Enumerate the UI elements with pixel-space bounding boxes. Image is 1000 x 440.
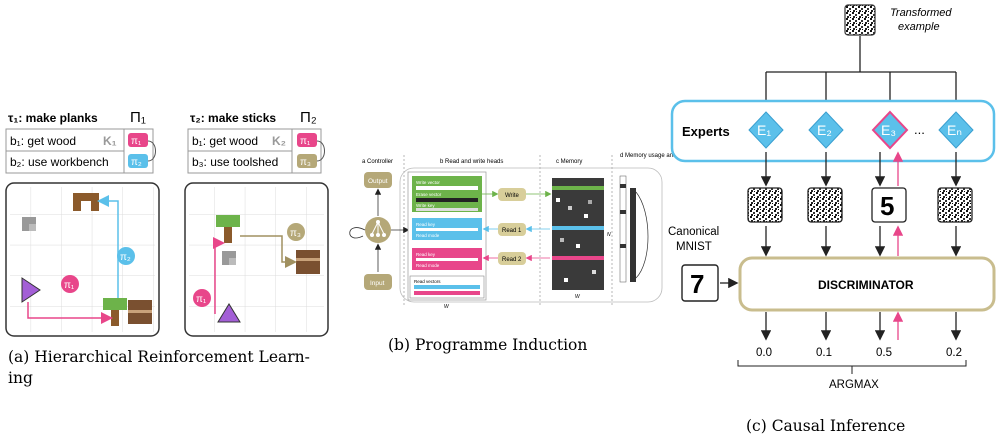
task2-row1: b₁: get wood — [192, 134, 258, 148]
score-1: 0.0 — [756, 347, 772, 359]
expert-2: E₂ — [808, 111, 844, 149]
expert-1-label: E₁ — [757, 122, 771, 138]
transformed-label: Transformed — [890, 7, 952, 19]
section-c-label: c Memory — [556, 159, 582, 165]
task1-policy: Π₁ — [130, 109, 146, 126]
expert-3-digit: 5 — [880, 191, 894, 221]
score-3: 0.5 — [876, 347, 892, 359]
memory-width-label: W — [575, 294, 581, 300]
panel-a-caption: (a) Hierarchical Reinforcement Learn- — [8, 348, 310, 366]
expert-1-output-image — [747, 187, 783, 223]
grid1-pi2-badge — [117, 247, 135, 265]
grid-world-1: π₁ π₂ — [5, 182, 160, 337]
read-mode-label-1: Read mode — [416, 233, 440, 238]
memory-matrix — [552, 178, 604, 290]
expert-n-label: Eₙ — [947, 122, 962, 138]
read-vectors-label: Read vectors — [414, 279, 441, 284]
expert-3: E₃ — [871, 110, 909, 150]
read1-node-label: Read 1 — [502, 228, 522, 234]
canonical-digit: 7 — [690, 269, 704, 299]
mnist-label: MNIST — [676, 241, 712, 253]
grid1-pi1-label: π₁ — [64, 280, 75, 291]
read2-node-label: Read 2 — [502, 257, 522, 263]
erase-vector-label: Erase vector — [416, 192, 442, 197]
argmax-label: ARGMAX — [829, 379, 879, 391]
agent-icon — [217, 303, 241, 323]
output-label: Output — [368, 178, 388, 185]
expert-3-output-image — [871, 187, 907, 223]
write-node-label: Write — [505, 193, 520, 199]
task1-row1: b₁: get wood — [10, 134, 76, 148]
task1-k: K₁ — [103, 134, 117, 148]
task2-k: K₂ — [272, 134, 286, 148]
task2-policy: Π₂ — [300, 109, 317, 126]
discriminator-box — [738, 256, 996, 312]
panel-c: Transformed example Experts E₁ E₂ E₃ ...… — [668, 4, 996, 435]
task1-title: τ₁: make planks — [8, 111, 98, 125]
panel-b-caption: (b) Programme Induction — [388, 336, 587, 354]
grid2-pi1-label: π₁ — [196, 294, 207, 305]
write-head — [412, 176, 482, 212]
expert-2-output-image — [807, 187, 843, 223]
read-mode-label-2: Read mode — [416, 263, 440, 268]
memory-rows-label: N — [607, 232, 611, 238]
task1-pi1-badge — [128, 133, 148, 147]
argmax-brace — [737, 360, 967, 374]
input-label: Input — [370, 280, 385, 287]
task1-pi1-label: π₁ — [131, 136, 142, 147]
agent-icon — [21, 277, 41, 303]
task1-pi2-badge — [128, 154, 148, 168]
section-a-label: a Controller — [362, 159, 393, 165]
transformed-example-image — [844, 4, 876, 36]
experts-ellipsis: ... — [914, 122, 925, 137]
section-b-label: b Read and write heads — [440, 159, 503, 165]
panel-c-caption: (c) Causal Inference — [746, 417, 905, 435]
expert-2-label: E₂ — [817, 122, 832, 138]
example-label: example — [898, 21, 940, 33]
experts-label: Experts — [682, 124, 730, 139]
write-node — [498, 188, 526, 201]
heads-width-label: W — [444, 304, 450, 310]
grid1-pi2-label: π₂ — [120, 252, 131, 263]
read2-node — [498, 252, 526, 265]
expert-3-label: E₃ — [881, 122, 896, 138]
panel-a: τ₁: make planks Π₁ b₁: get wood K₁ b₂: u… — [5, 109, 329, 387]
score-n: 0.2 — [946, 347, 962, 359]
grid2-pi3-label: π₃ — [290, 228, 301, 239]
task1-pi2-label: π₂ — [131, 157, 142, 168]
read1-node — [498, 223, 526, 236]
write-vector-label: Write vector — [416, 180, 440, 185]
task2-row2: b₃: use toolshed — [192, 155, 278, 169]
expert-n: Eₙ — [938, 111, 974, 149]
grid1-pi1-badge — [61, 275, 79, 293]
section-d-label: d Memory usage and temporal links — [620, 153, 715, 159]
task2-pi3-label: π₃ — [300, 157, 311, 168]
grid2-pi1-badge — [193, 289, 211, 307]
panel-b: a Controller b Read and write heads c Me… — [349, 153, 715, 354]
expert-1: E₁ — [748, 111, 784, 149]
task2-pi1-badge — [297, 133, 317, 147]
output-node — [364, 172, 392, 188]
read-key-label-2: Read key — [416, 252, 436, 257]
score-2: 0.1 — [816, 347, 832, 359]
canonical-mnist-image — [681, 264, 719, 302]
panel-a-caption-2: ing — [8, 369, 33, 387]
task1-row2: b₂: use workbench — [10, 155, 109, 169]
read-key-label-1: Read key — [416, 222, 436, 227]
task2-title: τ₂: make sticks — [190, 111, 276, 125]
input-node — [364, 274, 392, 290]
expert-n-output-image — [937, 187, 973, 223]
grid-world-2: π₁ π₃ — [184, 182, 329, 337]
write-key-label: Write key — [416, 203, 435, 208]
discriminator-label: DISCRIMINATOR — [818, 278, 914, 292]
task2-pi1-label: π₁ — [300, 136, 311, 147]
canonical-label: Canonical — [668, 226, 719, 238]
task2-pi3-badge — [297, 154, 317, 168]
grid2-pi3-badge — [287, 223, 305, 241]
